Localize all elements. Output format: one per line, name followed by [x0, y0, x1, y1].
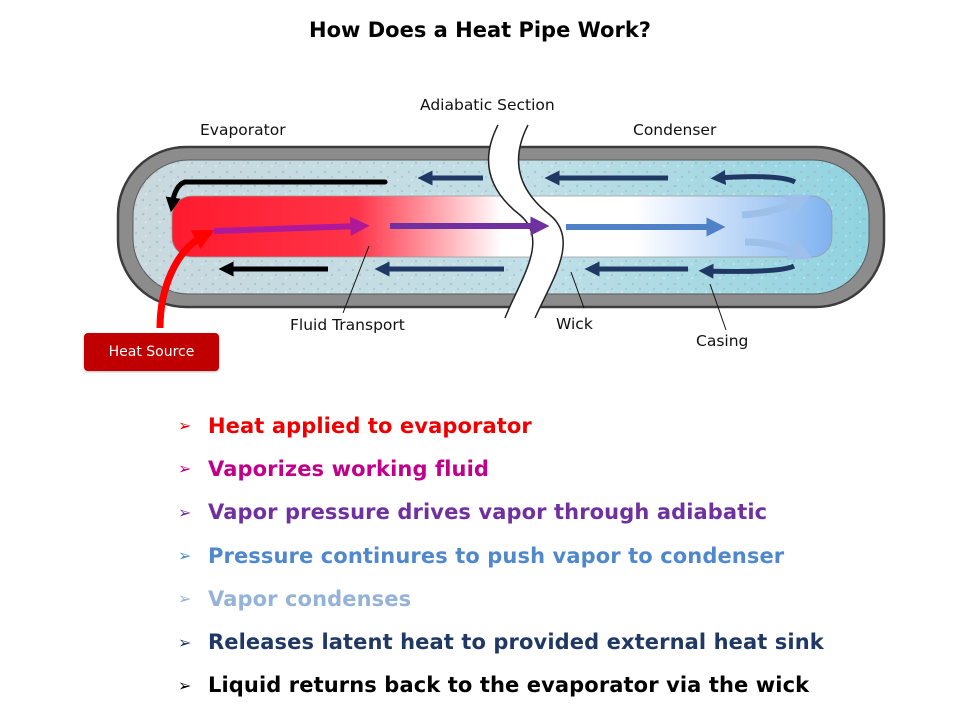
liquid-arrow	[710, 170, 797, 186]
evaporator-label: Evaporator	[200, 121, 286, 139]
bullet-text: Liquid returns back to the evaporator vi…	[208, 673, 810, 698]
bullet-arrow-icon: ➢	[178, 502, 192, 522]
bullet-text: Vapor condenses	[208, 586, 412, 611]
casing-leader	[709, 283, 727, 331]
bullet-arrow-icon: ➢	[178, 589, 192, 609]
vapor-arrow	[741, 194, 811, 219]
liquid-arrow	[165, 179, 186, 213]
bullet-arrow-icon: ➢	[178, 675, 192, 695]
bullet-arrow-icon: ➢	[178, 416, 192, 436]
bullet-text: Vapor pressure drives vapor through adia…	[208, 500, 768, 525]
list-item: ➢ Liquid returns back to the evaporator v…	[178, 664, 824, 707]
fluid-transport-leader	[342, 245, 370, 314]
bullet-text: Releases latent heat to provided externa…	[208, 630, 824, 655]
list-item: ➢ Pressure continures to push vapor to co…	[178, 534, 824, 577]
list-item: ➢ Heat applied to evaporator	[178, 404, 824, 447]
list-item: ➢ Vapor pressure drives vapor through adi…	[178, 491, 824, 534]
vapor-arrow	[744, 238, 813, 261]
heat-pipe-diagram	[116, 124, 886, 331]
bullet-arrow-icon: ➢	[178, 546, 192, 566]
wick-label: Wick	[556, 315, 593, 333]
liquid-arrow	[698, 263, 796, 279]
bullet-arrow-icon: ➢	[178, 632, 192, 652]
bullet-text: Heat applied to evaporator	[208, 413, 532, 438]
bullet-text: Vaporizes working fluid	[208, 456, 490, 481]
fluid-transport-label: Fluid Transport	[290, 316, 405, 334]
condenser-label: Condenser	[633, 121, 717, 139]
wick-leader	[570, 271, 585, 309]
bullet-arrow-icon: ➢	[178, 459, 192, 479]
steps-list: ➢ Heat applied to evaporator ➢ Vaporizes w…	[178, 404, 824, 707]
heat-source-box: Heat Source	[84, 333, 219, 371]
vapor-arrow	[213, 216, 370, 236]
casing-label: Casing	[696, 332, 749, 350]
adiabatic-label: Adiabatic Section	[420, 96, 555, 114]
list-item: ➢ Vapor condenses	[178, 577, 824, 620]
list-item: ➢ Releases latent heat to provided extern…	[178, 620, 824, 663]
page-title: How Does a Heat Pipe Work?	[309, 18, 651, 42]
heat-arrow	[156, 230, 215, 329]
bullet-text: Pressure continures to push vapor to con…	[208, 543, 785, 568]
adiabatic-break	[488, 125, 564, 318]
list-item: ➢ Vaporizes working fluid	[178, 447, 824, 490]
